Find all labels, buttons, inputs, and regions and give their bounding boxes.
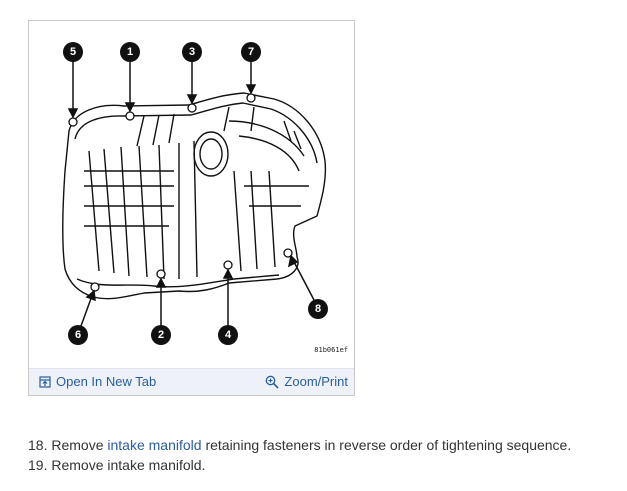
callout-1: 1 (120, 42, 140, 62)
callout-2: 2 (151, 325, 171, 345)
intake-manifold-diagram (61, 61, 327, 327)
zoom-icon (266, 375, 279, 389)
open-in-new-tab-link[interactable]: Open In New Tab (39, 374, 156, 389)
open-new-tab-icon (39, 375, 51, 388)
callout-3: 3 (182, 42, 202, 62)
figure-code: 81b061ef (314, 346, 348, 354)
callout-8: 8 (308, 299, 328, 319)
intake-manifold-link[interactable]: intake manifold (107, 437, 202, 453)
step-number: 19. (28, 457, 48, 473)
zoom-print-label: Zoom/Print (284, 374, 348, 389)
procedure-steps: 18. Remove intake manifold retaining fas… (28, 435, 571, 475)
callout-7: 7 (241, 42, 261, 62)
step-text-after: retaining fasteners in reverse order of … (201, 437, 572, 453)
figure-toolbar: Open In New Tab Zoom/Print (29, 368, 354, 395)
callout-6: 6 (68, 325, 88, 345)
step-text: Remove intake manifold. (51, 457, 206, 473)
zoom-print-link[interactable]: Zoom/Print (265, 374, 348, 389)
step-number: 18. (28, 437, 48, 453)
figure-card: 1 2 3 4 5 6 7 8 81b061ef Open In New Tab… (28, 20, 355, 396)
open-in-new-tab-label: Open In New Tab (56, 374, 157, 389)
step-text-before: Remove (51, 437, 108, 453)
callout-4: 4 (218, 325, 238, 345)
step-18: 18. Remove intake manifold retaining fas… (28, 435, 571, 455)
callout-5: 5 (63, 42, 83, 62)
step-19: 19. Remove intake manifold. (28, 455, 571, 475)
